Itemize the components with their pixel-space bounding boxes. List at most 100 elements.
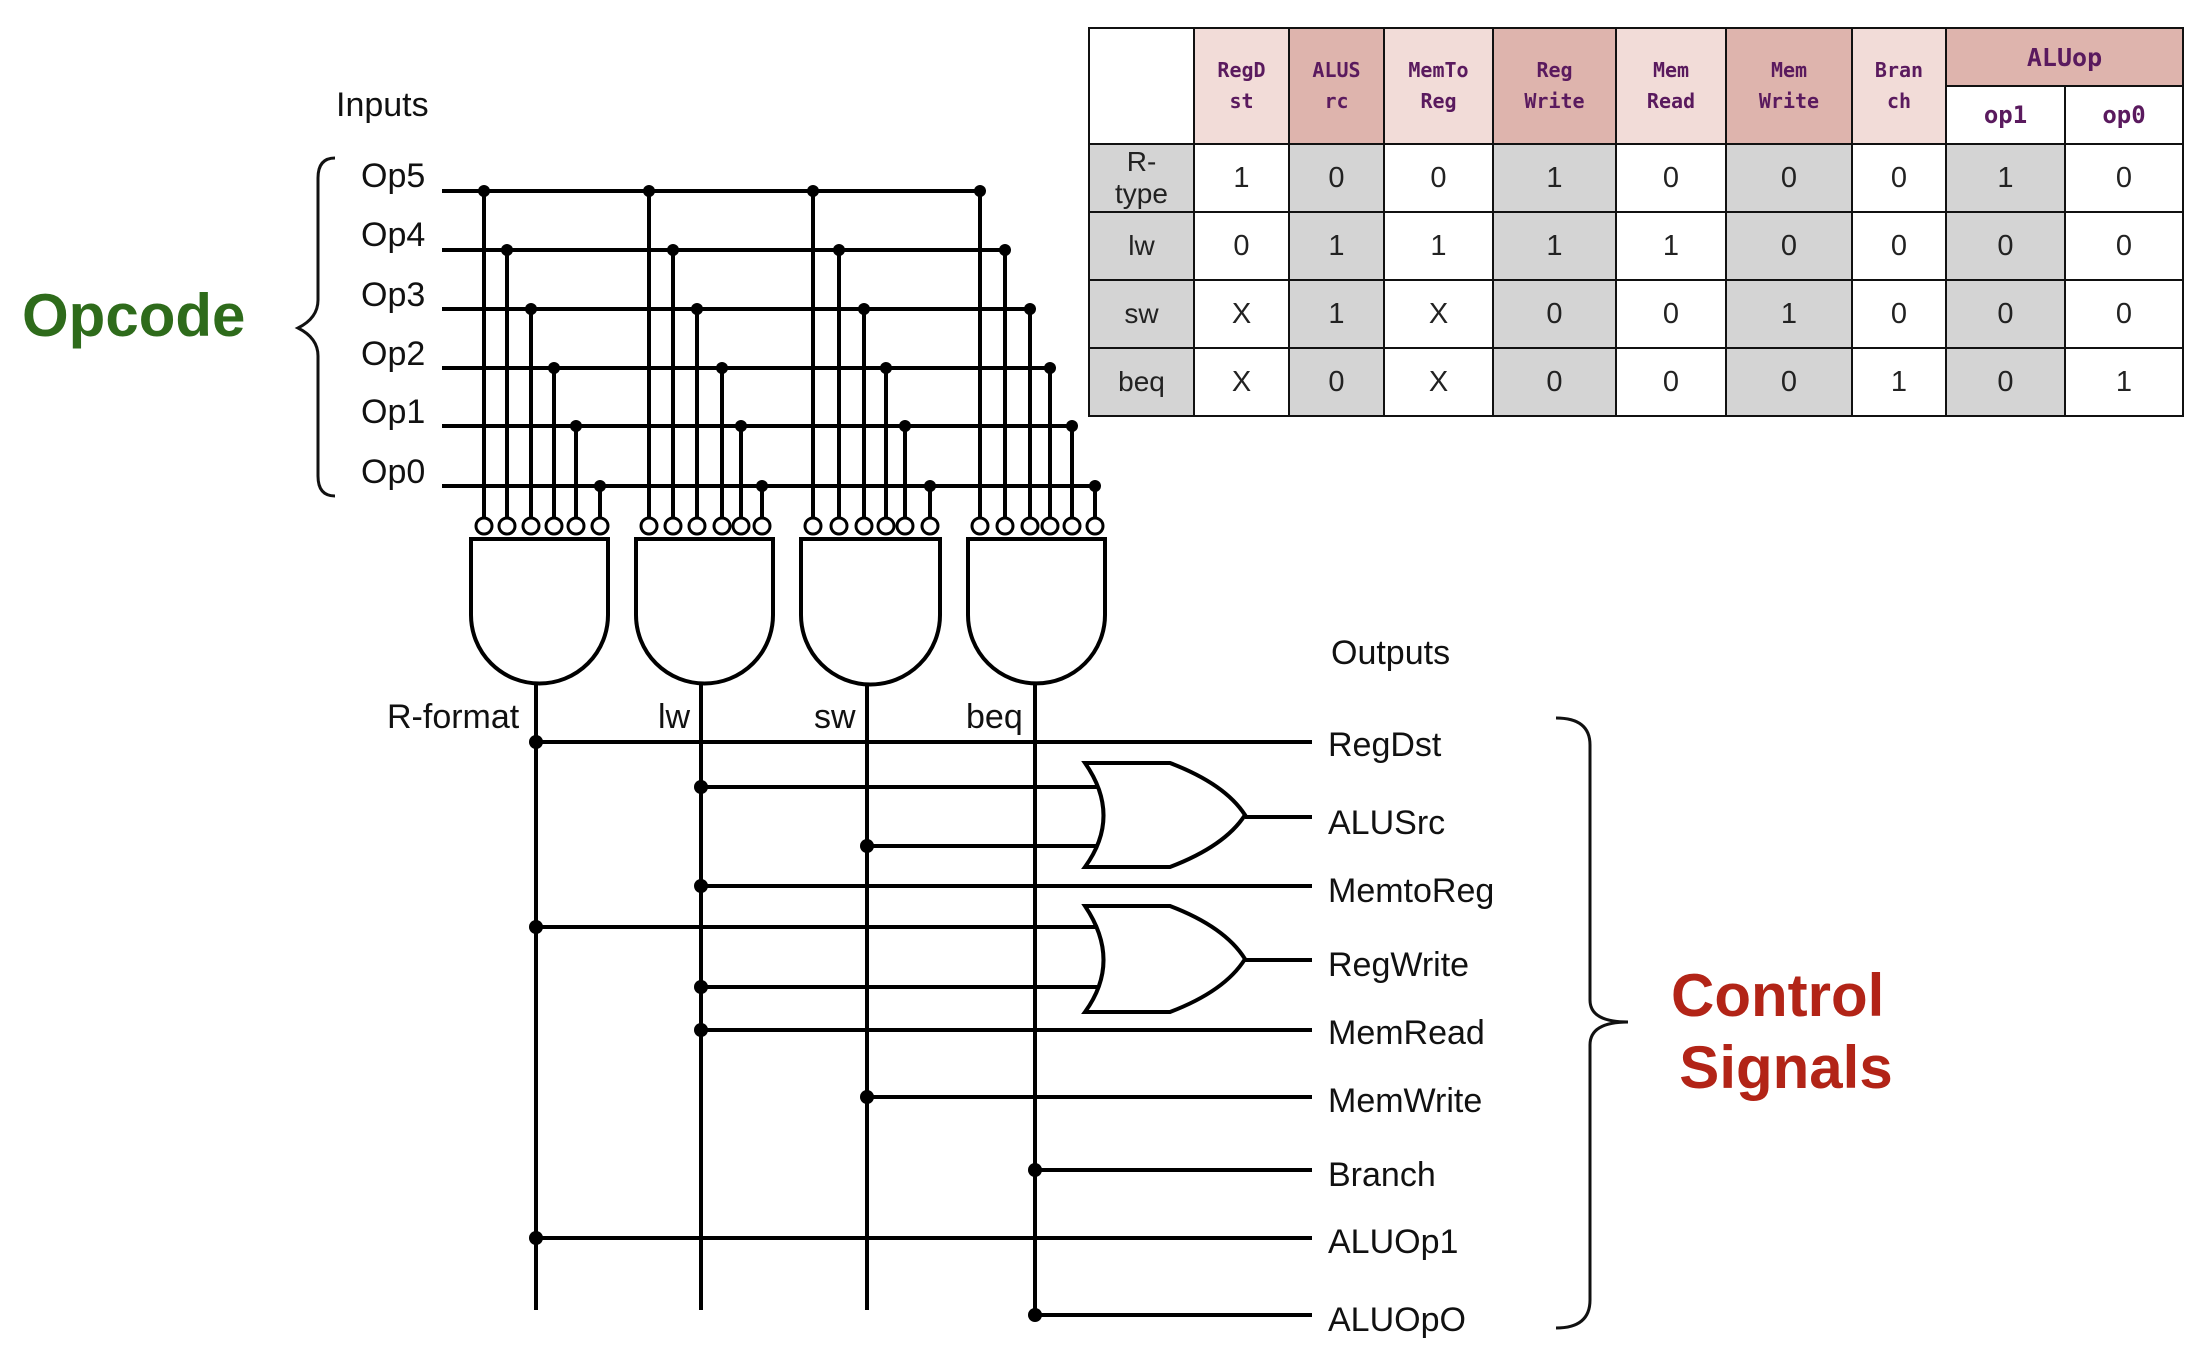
table-cell: 0 [2064,143,2184,213]
junction-dot [716,362,728,374]
inverter-bubble [1062,516,1082,536]
table-row-label: sw [1088,279,1195,349]
inverter-bubble [1040,516,1060,536]
table-cell: 0 [1288,143,1385,213]
or-gate-alusrc [1081,761,1248,869]
or-gate-regwrite [1081,904,1248,1014]
table-cell: 0 [2064,279,2184,349]
input-label-op1: Op1 [361,393,425,431]
table-cell: 0 [1383,143,1494,213]
control-signals-brace [1555,716,1629,1330]
inverter-bubble [895,516,915,536]
output-label-regwrite: RegWrite [1328,946,1469,984]
table-cell: 0 [1945,211,2066,281]
table-cell: X [1193,347,1290,417]
table-cell: 1 [1492,143,1617,213]
table-cell: 0 [1725,143,1853,213]
junction-dot [880,362,892,374]
control-signals-line-2: Signals [1679,1034,1892,1101]
control-signals-line-1: Control [1671,962,1884,1029]
inverter-bubble [687,516,707,536]
inverter-bubble [474,516,494,536]
inverter-bubble [590,516,610,536]
junction-dot [694,1023,708,1037]
junction-dot [529,920,543,934]
junction-dot [860,839,874,853]
and-gate-sw [799,537,942,687]
inverter-bubble [803,516,823,536]
inverter-bubble [639,516,659,536]
output-label-memwrite: MemWrite [1328,1082,1482,1120]
output-label-aluop1: ALUOp1 [1328,1223,1458,1261]
table-header-aluop: ALUop [1945,27,2184,87]
inverter-bubble [712,516,732,536]
table-cell: 0 [1288,347,1385,417]
control-signals-label: Control Signals [1671,962,1901,1101]
or-gates [1081,761,1248,1014]
inputs-title: Inputs [336,86,429,124]
junction-dot [548,362,560,374]
table-cell: 0 [1945,279,2066,349]
table-cell: 0 [2064,211,2184,281]
table-cell: 0 [1492,347,1617,417]
table-cell: 0 [1615,347,1727,417]
table-cell: 1 [1725,279,1853,349]
junction-dot [807,185,819,197]
inverter-bubble [497,516,517,536]
inverter-bubble [970,516,990,536]
inverter-bubble [1020,516,1040,536]
table-cell: 0 [1851,143,1947,213]
junction-dot [735,420,747,432]
gate-output-label-lw: lw [658,698,691,736]
table-cell: 0 [1851,279,1947,349]
inverter-bubble [544,516,564,536]
junction-dot [1028,1163,1042,1177]
opcode-label: Opcode [22,282,245,349]
junction-dot [691,303,703,315]
inverter-bubble [566,516,586,536]
table-cell: X [1383,279,1494,349]
junction-dot [501,244,513,256]
junction-dot [643,185,655,197]
table-cell: 1 [1615,211,1727,281]
inverter-bubble [752,516,772,536]
table-cell: 1 [1288,279,1385,349]
output-wiring [534,685,1312,1317]
junction-dot [924,480,936,492]
output-label-memtoreg: MemtoReg [1328,872,1494,910]
output-junctions [529,735,1042,1322]
table-row-label: beq [1088,347,1195,417]
input-label-op0: Op0 [361,453,425,491]
table-cell: 1 [1383,211,1494,281]
junction-dot [833,244,845,256]
output-label-branch: Branch [1328,1156,1436,1194]
input-junctions [478,185,1101,492]
gate-output-label-beq: beq [966,698,1023,736]
table-subheader-op0: op0 [2064,85,2184,145]
junction-dot [1028,1308,1042,1322]
junction-dot [974,185,986,197]
table-corner-cell [1088,27,1195,145]
input-wiring [442,189,1097,518]
table-cell: 1 [1945,143,2066,213]
table-cell: X [1193,279,1290,349]
table-cell: 0 [1725,211,1853,281]
output-label-regdst: RegDst [1328,726,1442,764]
junction-dot [1066,420,1078,432]
table-cell: X [1383,347,1494,417]
inverter-bubble [876,516,896,536]
table-cell: 1 [2064,347,2184,417]
inverter-bubble [731,516,751,536]
junction-dot [1024,303,1036,315]
junction-dot [478,185,490,197]
